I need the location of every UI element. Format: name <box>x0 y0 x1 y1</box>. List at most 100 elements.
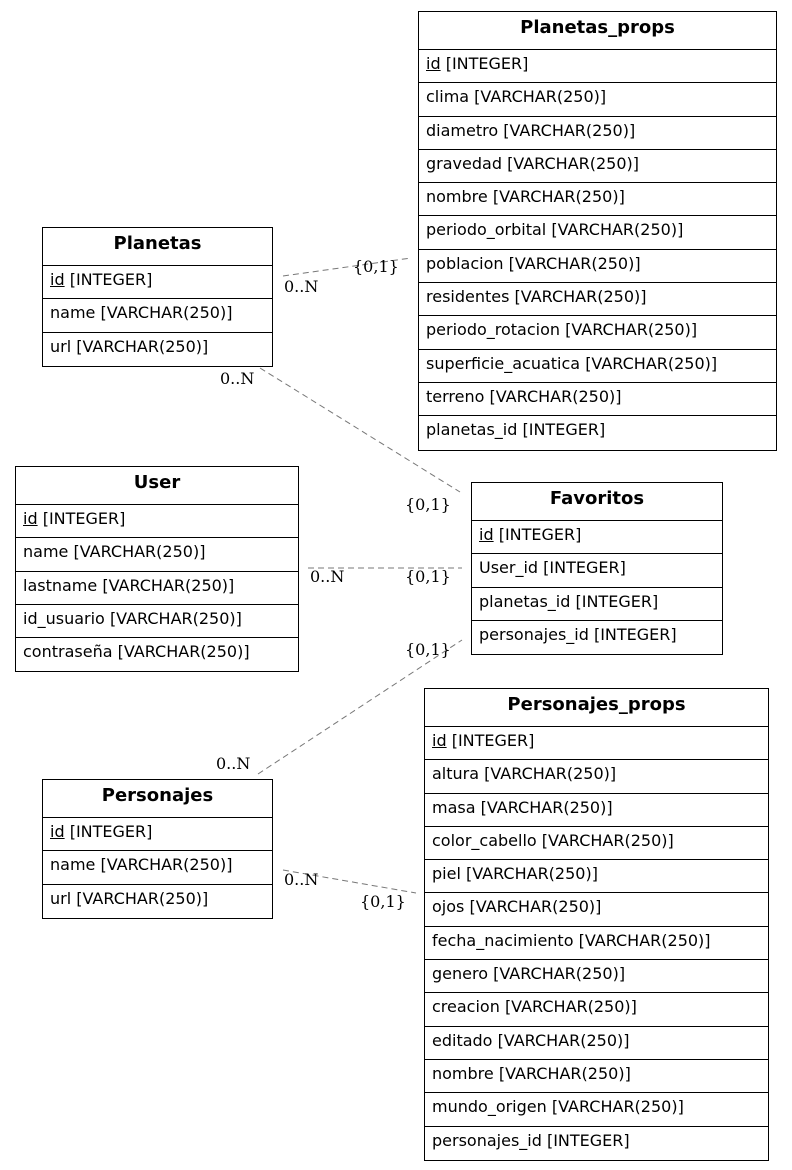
edge-personajes-favoritos <box>257 639 463 775</box>
column-type: [VARCHAR(250)] <box>578 930 711 950</box>
column-row: nombre [VARCHAR(250)] <box>419 183 776 217</box>
column-type: [VARCHAR(250)] <box>480 797 613 817</box>
pk-name: id <box>432 731 447 750</box>
column-row: planetas_id [INTEGER] <box>472 588 722 621</box>
column-name: User_id <box>479 558 539 578</box>
table-personajes-props: Personajes_props id [INTEGER] altura [VA… <box>424 688 769 1161</box>
column-row: planetas_id [INTEGER] <box>419 416 776 449</box>
column-row: residentes [VARCHAR(250)] <box>419 283 776 317</box>
column-row: masa [VARCHAR(250)] <box>425 794 768 827</box>
column-type: [VARCHAR(250)] <box>76 888 209 908</box>
column-name: creacion <box>432 997 500 1017</box>
column-row: name [VARCHAR(250)] <box>16 538 298 572</box>
column-row: superficie_acuatica [VARCHAR(250)] <box>419 350 776 383</box>
pk-name: id <box>479 525 494 544</box>
column-row: color_cabello [VARCHAR(250)] <box>425 827 768 861</box>
column-row: contraseña [VARCHAR(250)] <box>16 638 298 671</box>
column-row: fecha_nacimiento [VARCHAR(250)] <box>425 927 768 961</box>
column-name: lastname <box>23 575 98 595</box>
column-row: personajes_id [INTEGER] <box>472 621 722 654</box>
edge-planetas-planetas-props <box>282 257 412 277</box>
card-personajes-personajes-props-from: 0..N <box>284 870 318 889</box>
table-personajes: Personajes id [INTEGER] name [VARCHAR(25… <box>42 779 273 919</box>
card-planetas-planetas-props-to: {0,1} <box>353 257 399 276</box>
column-name: name <box>50 303 96 323</box>
column-type: [VARCHAR(250)] <box>585 353 718 373</box>
column-row: id [INTEGER] <box>472 521 722 555</box>
column-type: [VARCHAR(250)] <box>514 287 647 307</box>
table-title: Planetas <box>43 228 272 266</box>
column-name: editado <box>432 1030 493 1050</box>
column-name: url <box>50 888 72 908</box>
column-row: creacion [VARCHAR(250)] <box>425 993 768 1027</box>
column-row: id_usuario [VARCHAR(250)] <box>16 605 298 639</box>
column-name: fecha_nacimiento <box>432 930 574 950</box>
column-type: [VARCHAR(250)] <box>474 87 607 107</box>
card-planetas-favoritos-from: 0..N <box>220 369 254 388</box>
column-type: [VARCHAR(250)] <box>507 153 640 173</box>
column-name: ojos <box>432 897 465 917</box>
column-type: [VARCHAR(250)] <box>117 642 250 662</box>
column-row: url [VARCHAR(250)] <box>43 885 272 918</box>
column-name: periodo_orbital <box>426 220 547 240</box>
column-name: gravedad <box>426 153 502 173</box>
pk-name: id <box>50 822 65 841</box>
column-row: id [INTEGER] <box>419 50 776 84</box>
column-type: [INTEGER] <box>69 270 153 289</box>
column-row: periodo_rotacion [VARCHAR(250)] <box>419 316 776 350</box>
column-type: [VARCHAR(250)] <box>498 1063 631 1083</box>
column-type: [VARCHAR(250)] <box>497 1030 630 1050</box>
card-user-favoritos-from: 0..N <box>310 567 344 586</box>
column-name: url <box>50 336 72 356</box>
column-row: personajes_id [INTEGER] <box>425 1127 768 1160</box>
table-title: User <box>16 467 298 505</box>
column-row: nombre [VARCHAR(250)] <box>425 1060 768 1094</box>
column-name: name <box>23 542 69 562</box>
column-row: url [VARCHAR(250)] <box>43 333 272 366</box>
column-name: diametro <box>426 120 499 140</box>
column-row: name [VARCHAR(250)] <box>43 851 272 885</box>
column-name: genero <box>432 964 488 984</box>
column-type: [VARCHAR(250)] <box>489 386 622 406</box>
column-type: [INTEGER] <box>42 509 126 528</box>
column-type: [VARCHAR(250)] <box>493 964 626 984</box>
pk-name: id <box>426 54 441 73</box>
column-name: contraseña <box>23 642 113 662</box>
column-type: [VARCHAR(250)] <box>484 764 617 784</box>
column-type: [VARCHAR(250)] <box>73 542 206 562</box>
column-row: User_id [INTEGER] <box>472 554 722 588</box>
pk-name: id <box>23 509 38 528</box>
column-type: [INTEGER] <box>69 822 153 841</box>
card-planetas-planetas-props-from: 0..N <box>284 277 318 296</box>
column-type: [VARCHAR(250)] <box>109 608 242 628</box>
pk-name: id <box>50 270 65 289</box>
column-row: altura [VARCHAR(250)] <box>425 760 768 794</box>
column-row: id [INTEGER] <box>425 727 768 761</box>
edge-personajes-personajes-props <box>282 869 417 894</box>
column-name: clima <box>426 87 470 107</box>
column-name: name <box>50 855 96 875</box>
column-row: clima [VARCHAR(250)] <box>419 83 776 117</box>
column-row: id [INTEGER] <box>16 505 298 539</box>
column-row: lastname [VARCHAR(250)] <box>16 572 298 605</box>
column-row: terreno [VARCHAR(250)] <box>419 383 776 417</box>
column-type: [VARCHAR(250)] <box>565 320 698 340</box>
column-name: nombre <box>432 1063 494 1083</box>
column-row: id [INTEGER] <box>43 818 272 852</box>
column-row: name [VARCHAR(250)] <box>43 299 272 333</box>
column-type: [INTEGER] <box>593 624 677 644</box>
column-row: editado [VARCHAR(250)] <box>425 1027 768 1060</box>
column-type: [VARCHAR(250)] <box>102 575 235 595</box>
column-type: [INTEGER] <box>498 525 582 544</box>
column-name: altura <box>432 764 480 784</box>
column-type: [INTEGER] <box>445 54 529 73</box>
column-name: terreno <box>426 386 485 406</box>
column-type: [VARCHAR(250)] <box>503 120 636 140</box>
column-type: [VARCHAR(250)] <box>100 855 233 875</box>
column-name: masa <box>432 797 476 817</box>
column-name: color_cabello <box>432 830 537 850</box>
column-type: [VARCHAR(250)] <box>504 997 637 1017</box>
card-personajes-favoritos-from: 0..N <box>216 754 250 773</box>
column-type: [INTEGER] <box>575 591 659 611</box>
